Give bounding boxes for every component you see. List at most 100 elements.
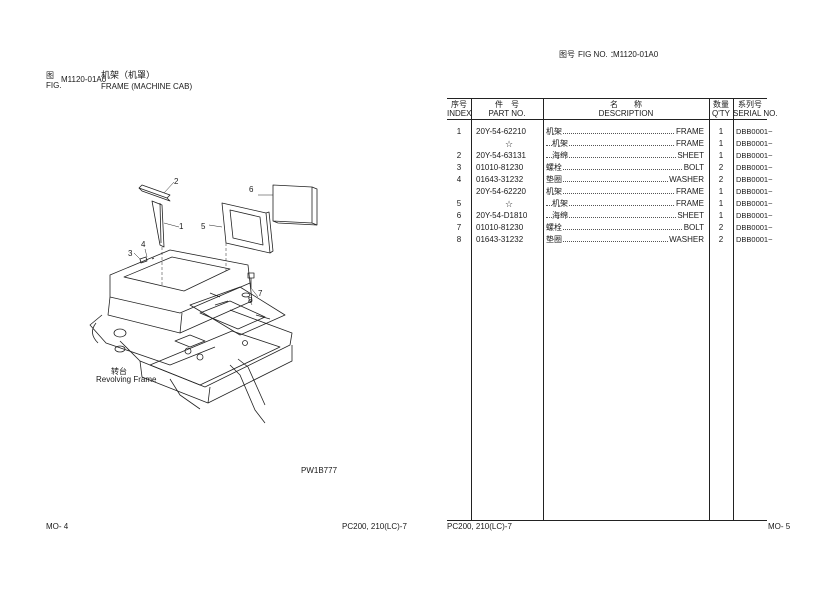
row-index: 1: [456, 127, 462, 136]
row-part-number: 01643-31232: [476, 175, 524, 184]
leader-dots: [546, 217, 704, 218]
row-index: 6: [456, 211, 462, 220]
row-part-number: ☆: [504, 139, 514, 149]
leader-dots: [546, 193, 704, 194]
row-part-number: 20Y-54-62220: [476, 187, 526, 196]
left-page: 图 FIG. M1120-01A0 机架（机罩） FRAME (MACHINE …: [46, 70, 407, 531]
row-desc-cn: 海绵: [552, 151, 569, 160]
row-index: 5: [456, 199, 462, 208]
row-qty: 2: [718, 175, 724, 184]
row-desc-cn: 机架: [552, 139, 569, 148]
row-index: 2: [456, 151, 462, 160]
table-row: 20Y-54-62220 机架 FRAME 1 DBB0001~: [447, 186, 773, 198]
callout-7: 7: [258, 289, 263, 298]
row-serial: DBB0001~: [736, 151, 773, 160]
drawing-code: PW1B777: [301, 466, 338, 475]
row-desc-cn: 机架: [546, 187, 563, 196]
parts-table: 序号 INDEX 件 号 PART NO. 名 称 DESCRIPTION 数量…: [447, 98, 778, 521]
row-desc-en: FRAME: [675, 186, 704, 198]
row-desc-en: WASHER: [668, 174, 704, 186]
col-divider: [471, 99, 472, 520]
row-qty: 2: [718, 163, 724, 172]
row-index: 7: [456, 223, 462, 232]
callout-3: 3: [128, 249, 133, 258]
row-qty: 1: [718, 199, 724, 208]
row-part-number: 20Y-54-63131: [476, 151, 526, 160]
row-qty: 1: [718, 211, 724, 220]
table-row: ☆ 机架 FRAME 1 DBB0001~: [447, 138, 773, 150]
leader-dots: [546, 241, 704, 242]
fig-number: M1120-01A0: [61, 75, 107, 84]
row-desc-en: BOLT: [682, 162, 704, 174]
fig-label-cn: 图: [46, 71, 54, 80]
row-description: 螺栓 BOLT: [546, 222, 704, 234]
row-desc-en: SHEET: [676, 150, 704, 162]
row-serial: DBB0001~: [736, 163, 773, 172]
footer-page-right: MO- 5: [768, 522, 791, 531]
row-desc-en: WASHER: [668, 234, 704, 246]
footer-page-left: MO- 4: [46, 522, 69, 531]
revolving-frame-label-en: Revolving Frame: [96, 375, 157, 384]
leader-dots: [546, 205, 704, 206]
row-serial: DBB0001~: [736, 139, 773, 148]
table-row: 4 01643-31232 垫圈 WASHER 2 DBB0001~: [447, 174, 773, 186]
desc-header-en: DESCRIPTION: [598, 109, 654, 118]
callout-1: 1: [179, 222, 184, 231]
row-index: 4: [456, 175, 462, 184]
col-divider: [709, 99, 710, 520]
callout-6: 6: [249, 185, 254, 194]
row-part-number: 01643-31232: [476, 235, 524, 244]
row-description: 海绵 SHEET: [546, 150, 704, 162]
leader-dots: [546, 181, 704, 182]
row-index: 8: [456, 235, 462, 244]
row-description: 垫圈 WASHER: [546, 174, 704, 186]
row-description: 海绵 SHEET: [546, 210, 704, 222]
footer-model-right: PC200, 210(LC)-7: [447, 522, 512, 531]
row-qty: 2: [718, 235, 724, 244]
exploded-view-drawing: [89, 181, 318, 424]
row-desc-en: FRAME: [675, 126, 704, 138]
row-part-number: 20Y-54-D1810: [476, 211, 528, 220]
qty-header-en: Q'TY: [712, 109, 730, 118]
row-serial: DBB0001~: [736, 211, 773, 220]
row-desc-cn: 海绵: [552, 211, 569, 220]
row-part-number: 01010-81230: [476, 163, 524, 172]
leader-dots: [546, 145, 704, 146]
fig-header-cn: 图号: [559, 50, 575, 59]
callout-2: 2: [174, 177, 179, 186]
footer-model-left: PC200, 210(LC)-7: [342, 522, 407, 531]
row-qty: 1: [718, 139, 724, 148]
row-qty: 1: [718, 151, 724, 160]
row-serial: DBB0001~: [736, 127, 773, 136]
serial-header-cn: 系列号: [738, 100, 762, 109]
part-header-cn: 件 号: [495, 100, 519, 109]
col-divider: [543, 99, 544, 520]
row-desc-cn: 垫圈: [546, 235, 563, 244]
row-qty: 1: [718, 187, 724, 196]
fig-header-en: FIG NO. ：: [578, 50, 618, 59]
fig-label-en: FIG.: [46, 81, 62, 90]
leader-dots: [546, 133, 704, 134]
row-desc-cn: 螺栓: [546, 163, 563, 172]
row-desc-cn: 机架: [546, 127, 563, 136]
row-description: 机架 FRAME: [546, 138, 704, 150]
part-header-en: PART NO.: [488, 109, 526, 118]
row-desc-cn: 螺栓: [546, 223, 563, 232]
serial-header-en: SERIAL NO.: [733, 109, 778, 118]
row-serial: DBB0001~: [736, 199, 773, 208]
table-row: 6 20Y-54-D1810 海绵 SHEET 1 DBB0001~: [447, 210, 773, 222]
row-serial: DBB0001~: [736, 175, 773, 184]
row-serial: DBB0001~: [736, 187, 773, 196]
qty-header-cn: 数量: [713, 100, 729, 109]
row-desc-en: BOLT: [682, 222, 704, 234]
row-desc-en: FRAME: [675, 138, 704, 150]
row-desc-cn: 垫圈: [546, 175, 563, 184]
fig-header-number: M1120-01A0: [613, 50, 659, 59]
leader-dots: [546, 169, 704, 170]
row-desc-en: SHEET: [676, 210, 704, 222]
index-header-en: INDEX: [447, 109, 472, 118]
